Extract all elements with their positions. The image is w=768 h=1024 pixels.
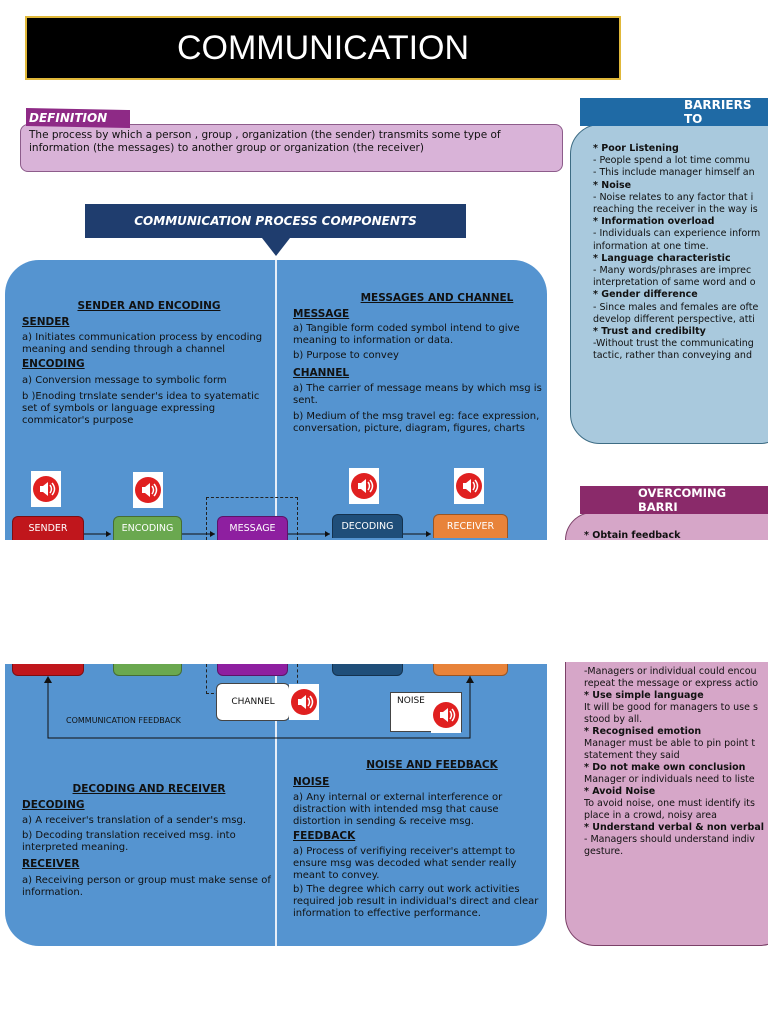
barriers-header: BARRIERS TO [580, 98, 768, 126]
barrier-line: reaching the receiver in the way is [593, 204, 758, 216]
feedback-text-a: a) Process of verifiying receiver's atte… [293, 846, 517, 881]
barrier-line: - Many words/phrases are imprec [593, 265, 752, 277]
flow-node-encoding: ENCODING [113, 516, 182, 540]
barriers-list: * Poor Listening- People spend a lot tim… [593, 143, 768, 363]
flow-node-receiver-bottom [433, 664, 508, 676]
receiver-label: RECEIVER [22, 858, 80, 870]
barrier-line: - Individuals can experience inform [593, 228, 761, 240]
barrier-line: * Noise [593, 179, 632, 191]
messages-channel-title: MESSAGES AND CHANNEL [360, 292, 514, 304]
encoding-text-b: b )Enoding trnslate sender's idea to sya… [22, 391, 260, 426]
barrier-line: information at one time. [593, 240, 709, 252]
speaker-icon [454, 468, 484, 504]
barrier-line: * Gender difference [593, 289, 698, 301]
barrier-line: * Language characteristic [593, 252, 731, 264]
barriers-box [570, 124, 768, 444]
definition-text: The process by which a person , group , … [29, 129, 501, 154]
speaker-icon [431, 697, 461, 733]
overcoming-box-bottom [565, 662, 768, 946]
sender-text: a) Initiates communication process by en… [22, 332, 263, 355]
encoding-label: ENCODING [22, 358, 85, 370]
flow-node-message-bottom [217, 664, 288, 676]
flow-arrows [84, 531, 431, 537]
flow-node-sender: SENDER [12, 516, 84, 540]
feedback-label: COMMUNICATION FEEDBACK [66, 716, 181, 725]
channel-dashed-outline [206, 497, 298, 540]
barrier-line: -Without trust the communicating [593, 338, 754, 350]
definition-tag: DEFINITION [26, 108, 130, 128]
down-arrow-icon [262, 238, 290, 256]
overcoming-line: Manager must be able to pin point t [584, 738, 756, 749]
overcoming-line: * Avoid Noise [584, 786, 656, 797]
flow-node-decoding: DECODING [332, 514, 403, 538]
noise-feedback-title: NOISE AND FEEDBACK [366, 759, 498, 771]
barrier-line: * Poor Listening [593, 143, 679, 154]
overcoming-line: Manager or individuals need to liste [584, 774, 755, 785]
page-title: COMMUNICATION [25, 16, 621, 80]
flow-node-message: MESSAGE [217, 516, 288, 540]
speaker-icon [133, 472, 163, 508]
panel-divider [275, 260, 277, 540]
barrier-line: - Since males and females are ofte [593, 301, 759, 313]
flow-node-encoding-bottom [113, 664, 182, 676]
flow-node-receiver: RECEIVER [433, 514, 508, 538]
feedback-loop [44, 676, 474, 739]
message-text-a: a) Tangible form coded symbol intend to … [293, 323, 520, 346]
feedback-text-b: b) The degree which carry out work activ… [293, 884, 539, 919]
barrier-line: - People spend a lot time commu [593, 155, 751, 167]
overcoming-line: * Do not make own conclusion [584, 762, 746, 773]
barrier-line: interpretation of same word and o [593, 277, 756, 289]
speaker-icon [289, 684, 319, 720]
feedback-label-heading: FEEDBACK [293, 830, 356, 842]
barrier-line: - This include manager himself an [593, 167, 755, 179]
page-gap [0, 540, 768, 662]
process-components-header: COMMUNICATION PROCESS COMPONENTS [85, 204, 466, 238]
overcoming-line: repeat the message or express actio [584, 678, 759, 689]
channel-box: CHANNEL [216, 683, 290, 721]
sender-encoding-title: SENDER AND ENCODING [77, 300, 221, 312]
sender-label: SENDER [22, 316, 70, 328]
barrier-line: tactic, rather than conveying and [593, 350, 752, 362]
definition-box: The process by which a person , group , … [20, 124, 563, 172]
overcoming-line: gesture. [584, 846, 624, 857]
overcoming-line: statement they said [584, 750, 680, 761]
barrier-line: * Information overload [593, 216, 715, 228]
overcoming-line: stood by all. [584, 714, 643, 725]
channel-text-b: b) Medium of the msg travel eg: face exp… [293, 411, 540, 434]
channel-text-a: a) The carrier of message means by which… [293, 383, 542, 406]
overcoming-first-item: * Obtain feedback [584, 530, 681, 541]
overcoming-line: To avoid noise, one must identify its [584, 798, 755, 809]
channel-label: CHANNEL [293, 367, 350, 379]
encoding-text-a: a) Conversion message to symbolic form [22, 375, 227, 386]
overcoming-line: * Understand verbal & non verbal l [584, 822, 768, 833]
overcoming-line: * Recognised emotion [584, 726, 702, 737]
speaker-icon [349, 468, 379, 504]
speaker-icon [31, 471, 61, 507]
flow-node-sender-bottom [12, 664, 84, 676]
panel-divider [275, 664, 277, 946]
decoding-text-a: a) A receiver's translation of a sender'… [22, 815, 247, 826]
noise-text: a) Any internal or external interference… [293, 792, 503, 827]
overcoming-line: * Use simple language [584, 690, 704, 701]
decoding-label: DECODING [22, 799, 85, 811]
overcoming-line: place in a crowd, noisy area [584, 810, 717, 821]
decoding-text-b: b) Decoding translation received msg. in… [22, 830, 236, 853]
receiver-text: a) Receiving person or group must make s… [22, 875, 271, 898]
barrier-line: - Noise relates to any factor that i [593, 191, 754, 203]
decoding-receiver-title: DECODING AND RECEIVER [72, 783, 226, 795]
noise-label: NOISE [293, 776, 330, 788]
overcoming-line: - Managers should understand indiv [584, 834, 755, 845]
flow-node-decoding-bottom [332, 664, 403, 676]
message-text-b: b) Purpose to convey [293, 350, 399, 361]
message-label: MESSAGE [293, 308, 350, 320]
overcoming-line: It will be good for managers to use s [584, 702, 758, 713]
barrier-line: * Trust and credibilty [593, 326, 706, 338]
overcoming-line: -Managers or individual could encou [584, 666, 757, 677]
barrier-line: develop different perspective, atti [593, 313, 755, 325]
overcoming-header: OVERCOMING BARRI [580, 486, 768, 514]
